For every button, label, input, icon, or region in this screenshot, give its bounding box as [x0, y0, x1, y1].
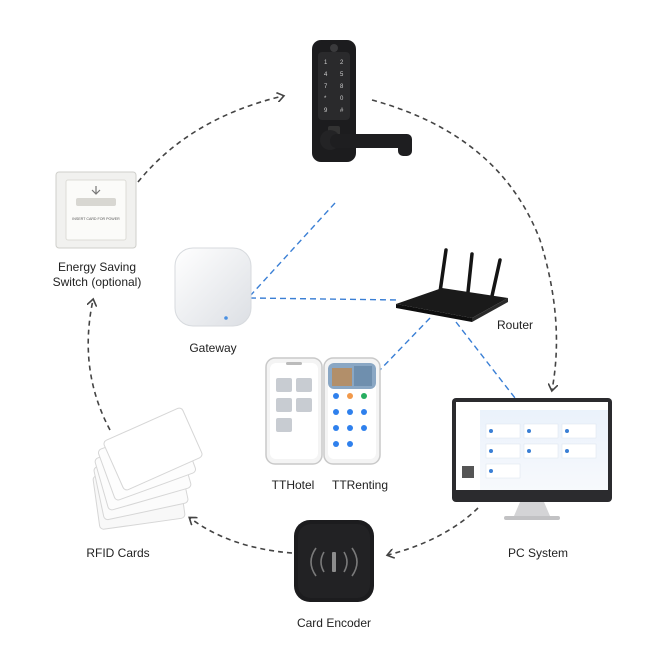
label-energy-switch: Energy Saving Switch (optional) — [44, 260, 150, 290]
svg-text:8: 8 — [340, 84, 344, 90]
svg-text:4: 4 — [324, 72, 328, 78]
arrow-cards-to-switch — [88, 300, 111, 431]
link-router-pc — [455, 321, 516, 399]
gateway-icon — [174, 247, 252, 327]
svg-text:2: 2 — [340, 60, 344, 66]
svg-text:*: * — [324, 96, 327, 102]
label-ttrenting: TTRenting — [331, 478, 389, 492]
label-energy-line2: Switch (optional) — [52, 275, 142, 289]
label-tthotel: TTHotel — [271, 478, 315, 492]
svg-text:9: 9 — [324, 108, 328, 114]
rfid-card-icon — [92, 407, 203, 530]
label-pc-system: PC System — [507, 546, 568, 560]
svg-text:#: # — [340, 108, 344, 114]
label-card-encoder: Card Encoder — [296, 616, 372, 630]
link-router-apps — [377, 317, 431, 373]
arrow-switch-to-lock — [137, 96, 283, 183]
smart-lock-icon: 1 2 4 5 7 8 * 0 9 # — [312, 40, 412, 162]
network-links — [249, 202, 516, 399]
card-encoder-icon — [294, 520, 374, 602]
router-icon — [396, 248, 508, 322]
label-energy-line1: Energy Saving — [57, 260, 137, 274]
label-gateway: Gateway — [189, 341, 237, 355]
arrow-encoder-to-cards — [190, 518, 293, 554]
svg-text:5: 5 — [340, 72, 344, 78]
svg-text:1: 1 — [324, 60, 328, 66]
pc-monitor-icon — [452, 398, 612, 520]
label-rfid-cards: RFID Cards — [86, 546, 150, 560]
svg-text:0: 0 — [340, 96, 344, 102]
link-gateway-router — [249, 297, 401, 301]
arrow-pc-to-encoder — [388, 507, 479, 555]
link-gateway-lock — [249, 202, 336, 297]
switch-plate-text: INSERT CARD FOR POWER — [72, 217, 120, 221]
svg-text:7: 7 — [324, 84, 328, 90]
flow-arrows — [88, 96, 556, 555]
label-router: Router — [496, 318, 534, 332]
energy-switch-icon: INSERT CARD FOR POWER — [55, 171, 137, 249]
phone-app-icon — [265, 357, 381, 465]
arrow-lock-to-pc — [371, 99, 556, 390]
